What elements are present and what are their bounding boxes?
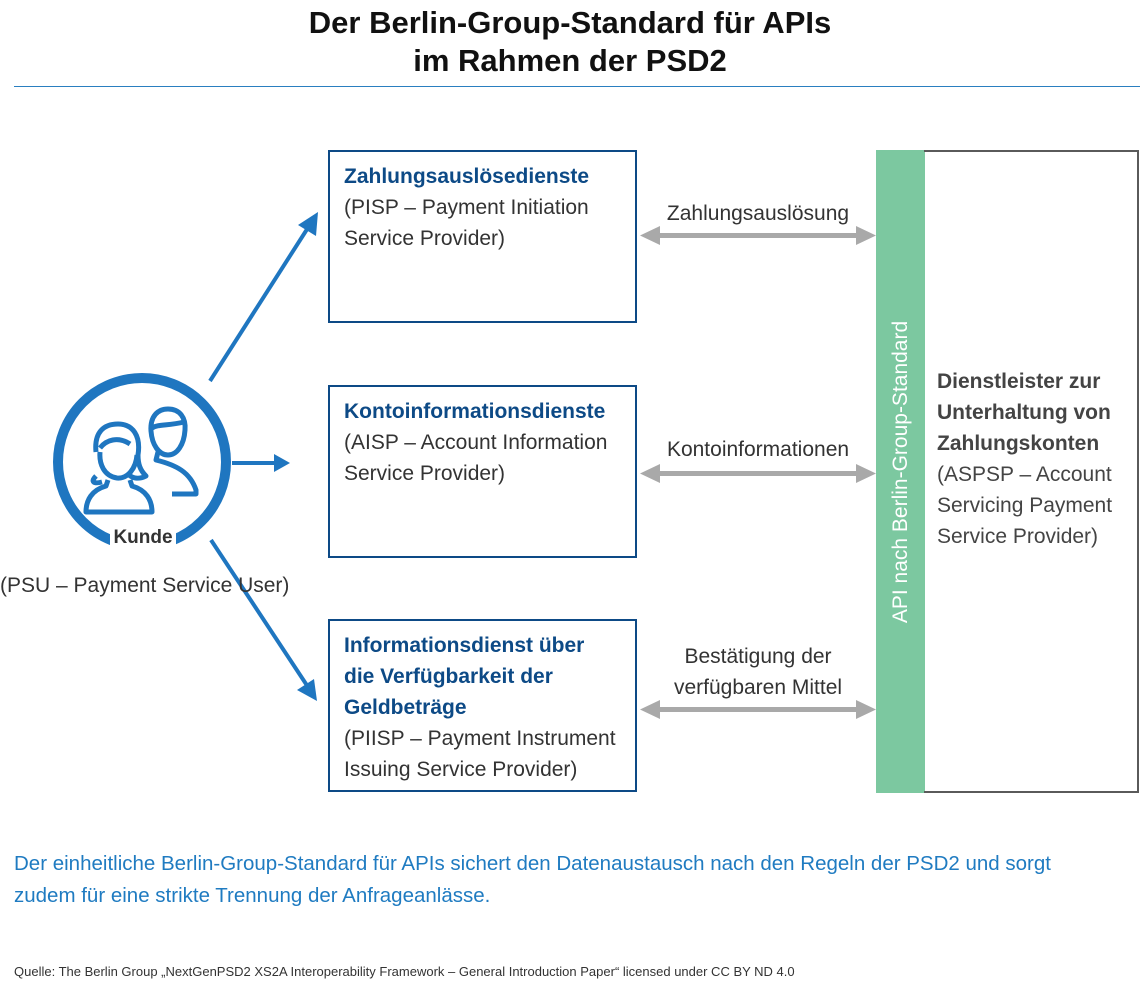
caption: Der einheitliche Berlin-Group-Standard f… (14, 848, 1124, 912)
flow-label-line: Zahlungsauslösung (666, 202, 850, 225)
service-desc-line: (AISP – Account Information (344, 431, 608, 454)
service-desc-line: (PIISP – Payment Instrument (344, 727, 616, 750)
arrow-head-pisp (298, 212, 318, 236)
flow-label-bestaetigung: Bestätigung der verfügbaren Mittel (640, 641, 876, 703)
arrow-customer-to-piisp (209, 538, 312, 692)
service-name: Kontoinformationsdienste (344, 400, 606, 423)
service-desc-line: Issuing Service Provider) (344, 758, 578, 781)
flow-arrows (640, 226, 876, 719)
customer-circle (53, 373, 231, 551)
customer-subtitle: (PSU – Payment Service User) (0, 574, 290, 597)
service-box-pisp: Zahlungsauslösedienste (PISP – Payment I… (328, 150, 637, 323)
flow-arrow-bestaetigung (640, 700, 876, 719)
caption-line-2: zudem für eine strikte Trennung der Anfr… (14, 884, 491, 907)
flow-arrow-kontoinformationen (640, 464, 876, 483)
flow-label-zahlungsausloesung: Zahlungsauslösung (640, 198, 876, 229)
page-title: Der Berlin-Group-Standard für APIs im Ra… (0, 4, 1140, 80)
title-divider (14, 86, 1140, 87)
customer-arrows (208, 212, 318, 701)
service-name-line: Informationsdienst über (344, 634, 585, 657)
aspsp-text: Dienstleister zur Unterhaltung von Zahlu… (937, 366, 1137, 552)
flow-label-kontoinformationen: Kontoinformationen (640, 434, 876, 465)
api-bar: API nach Berlin-Group-Standard (876, 150, 925, 793)
service-name-line: Geldbeträge (344, 696, 467, 719)
arrow-head-aisp (274, 454, 290, 472)
flow-arrow-zahlungsausloesung (640, 226, 876, 245)
service-box-piisp: Informationsdienst über die Verfügbarkei… (328, 619, 637, 792)
service-desc-line: Service Provider) (344, 462, 506, 485)
arrow-customer-to-pisp (208, 221, 313, 383)
caption-line-1: Der einheitliche Berlin-Group-Standard f… (14, 852, 1051, 875)
aspsp-desc-line: Service Provider) (937, 525, 1099, 548)
arrow-head-piisp (297, 679, 317, 701)
service-name: Zahlungsauslösedienste (344, 165, 590, 188)
source-note: Quelle: The Berlin Group „NextGenPSD2 XS… (14, 964, 795, 979)
title-line-1: Der Berlin-Group-Standard für APIs (308, 5, 832, 40)
aspsp-name-line: Unterhaltung von (937, 401, 1111, 424)
aspsp-box: Dienstleister zur Unterhaltung von Zahlu… (924, 150, 1139, 793)
service-name-line: die Verfügbarkeit der (344, 665, 553, 688)
customer-label: Kunde (110, 525, 176, 551)
service-desc-line: Service Provider) (344, 227, 506, 250)
customer-icon-group (53, 373, 231, 551)
title-line-2: im Rahmen der PSD2 (413, 43, 727, 78)
people-icon (83, 406, 199, 515)
flow-label-line: Bestätigung der (684, 645, 832, 668)
aspsp-desc-line: (ASPSP – Account (937, 463, 1112, 486)
aspsp-desc-line: Servicing Payment (937, 494, 1113, 517)
aspsp-name-line: Zahlungskonten (937, 432, 1100, 455)
service-desc-line: (PISP – Payment Initiation (344, 196, 589, 219)
service-box-aisp: Kontoinformationsdienste (AISP – Account… (328, 385, 637, 558)
flow-label-line: verfügbaren Mittel (673, 676, 843, 699)
api-bar-label: API nach Berlin-Group-Standard (888, 320, 912, 623)
aspsp-name-line: Dienstleister zur (937, 370, 1101, 393)
flow-label-line: Kontoinformationen (666, 438, 850, 461)
